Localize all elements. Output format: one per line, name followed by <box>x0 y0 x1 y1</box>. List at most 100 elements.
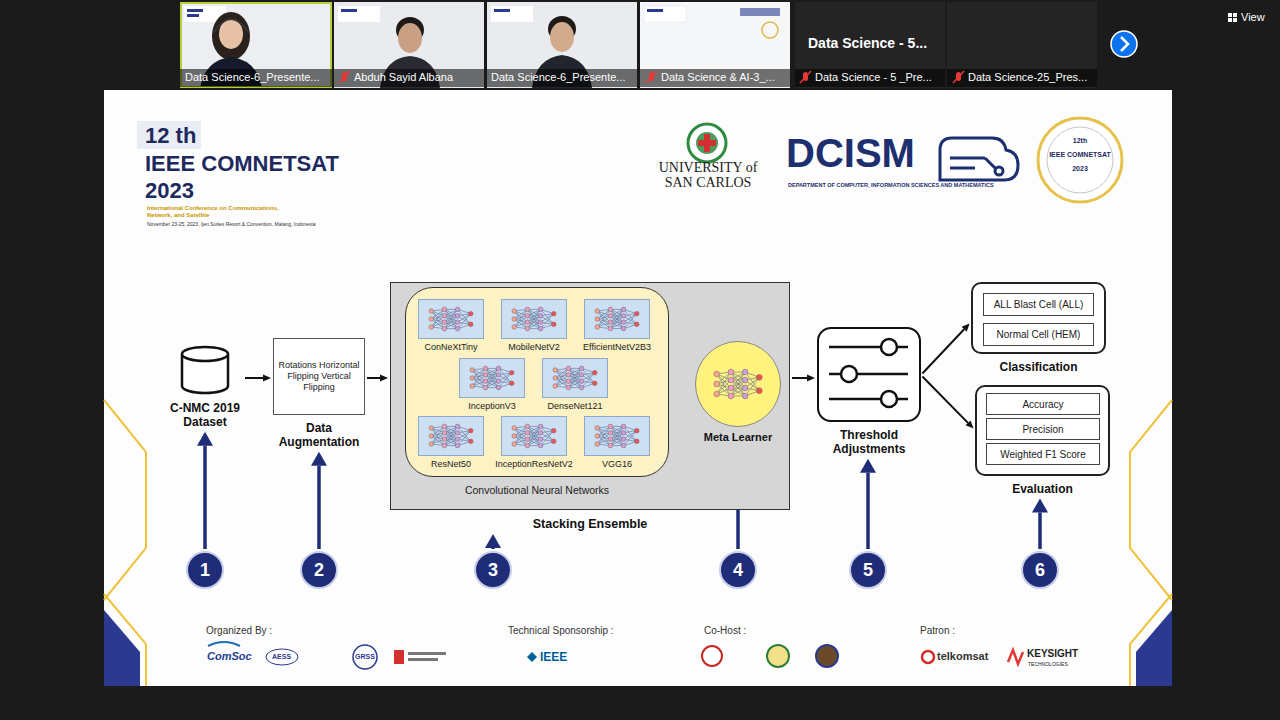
network-unit <box>512 309 517 314</box>
conference-seal <box>1038 118 1122 202</box>
seal-text: 12th <box>1060 137 1100 144</box>
class-box: Normal Cell (HEM) <box>983 323 1094 346</box>
sponsor-logo-text: KEYSIGHT <box>1027 648 1078 659</box>
participant-name: Data Science-6_Presente... <box>185 71 320 83</box>
caption-text: MobileNetV2 <box>493 342 575 353</box>
network-link <box>444 309 457 328</box>
neural-network-icon <box>508 303 560 335</box>
network-unit <box>455 320 460 325</box>
model-tile-shape <box>501 416 567 456</box>
arrow-head <box>807 375 815 382</box>
participant-name: Data Science & AI-3_... <box>661 71 775 83</box>
sponsor-logos <box>702 646 722 666</box>
caption-text: Classification <box>971 360 1106 374</box>
participant-name: Data Science-25_Pres... <box>968 71 1087 83</box>
view-icon <box>1228 18 1232 22</box>
box-text: Precision <box>1022 424 1063 435</box>
network-link <box>568 368 581 387</box>
sponsor-logo-text: GRSS <box>355 653 375 660</box>
network-unit <box>714 371 720 377</box>
evaluation-panel: EvaluationAccuracyPrecisionWeighted F1 S… <box>975 385 1110 496</box>
participant-tiles <box>487 2 637 88</box>
network-unit <box>455 424 460 429</box>
network-unit <box>592 370 597 375</box>
university-seal <box>698 140 716 146</box>
next-page-button <box>1121 37 1128 51</box>
university-seal <box>688 124 726 162</box>
neural-network-icon <box>710 364 766 404</box>
caption-text: Threshold Adjustments <box>817 428 921 457</box>
network-link <box>444 426 457 445</box>
dataset-icon-shape <box>179 345 231 395</box>
network-unit <box>512 317 517 322</box>
caption-text: ConNeXtTiny <box>410 342 492 353</box>
participant-tiles <box>180 69 332 87</box>
network-unit <box>470 384 475 389</box>
department-acronym: DCISM <box>786 133 915 173</box>
network-unit <box>608 443 613 448</box>
dcism-logo-icon <box>985 158 995 168</box>
participant-tiles <box>214 19 248 32</box>
network-unit <box>621 320 626 325</box>
muted-mic-icon <box>339 71 350 83</box>
network-unit <box>512 325 517 330</box>
sponsor-logos <box>208 642 240 646</box>
network-link <box>610 309 623 328</box>
network-link <box>444 309 457 328</box>
participant-tiles <box>338 6 380 22</box>
conference-seal <box>1047 127 1113 193</box>
meta-learner-circle-shape <box>695 341 781 427</box>
network-unit <box>579 385 584 390</box>
sponsor-logo-text: ComSoc <box>207 650 252 662</box>
neural-network-icon <box>425 420 477 452</box>
network-unit <box>470 376 475 381</box>
network-unit <box>621 431 626 436</box>
next-page-button <box>1111 31 1137 57</box>
arrow-head <box>962 323 970 331</box>
network-unit <box>468 439 473 444</box>
network-unit <box>742 393 748 399</box>
network-unit <box>621 443 626 448</box>
sponsor-logo-text: AESS <box>272 653 291 660</box>
network-link <box>527 309 540 328</box>
network-link <box>485 368 498 387</box>
process-box-shape: Rotations Horizontal Flipping Vertical F… <box>273 338 365 415</box>
network-unit <box>525 431 530 436</box>
model-tile-shape <box>418 416 484 456</box>
participant-tiles <box>341 9 357 12</box>
neural-network-icon <box>466 362 518 394</box>
caption-text: Convolutional Neural Networks <box>405 484 669 497</box>
next-page-button <box>1111 31 1137 57</box>
footer-heading: Patron : <box>920 625 955 636</box>
arrow-head <box>860 459 876 473</box>
flow-connector <box>311 452 327 549</box>
network-link <box>527 426 540 445</box>
participant-tiles <box>644 6 686 22</box>
network-unit <box>714 381 720 387</box>
network-unit <box>621 307 626 312</box>
participant-tiles <box>491 6 533 22</box>
class-box: ALL Blast Cell (ALL) <box>983 293 1094 316</box>
model-tile-shape <box>584 416 650 456</box>
callout-number: 2 <box>300 551 338 589</box>
sponsor-logos <box>816 645 838 667</box>
network-unit <box>538 326 543 331</box>
network-unit <box>551 322 556 327</box>
sponsor-logos <box>394 650 404 664</box>
network-unit <box>429 325 434 330</box>
network-unit <box>442 424 447 429</box>
network-unit <box>579 366 584 371</box>
slide-side-decoration <box>104 400 1172 686</box>
connector-line <box>491 548 495 549</box>
network-unit <box>595 325 600 330</box>
network-unit <box>525 314 530 319</box>
model-tile: EfficientNetV2B3 <box>576 299 658 353</box>
flow-connector <box>860 459 876 549</box>
neural-network-icon <box>549 362 601 394</box>
network-unit <box>742 369 748 375</box>
arrow-head <box>380 375 388 382</box>
slide-side-decoration <box>104 400 146 600</box>
caption-text: Stacking Ensemble <box>390 517 790 532</box>
slide-side-decoration <box>104 594 146 686</box>
network-unit <box>595 317 600 322</box>
